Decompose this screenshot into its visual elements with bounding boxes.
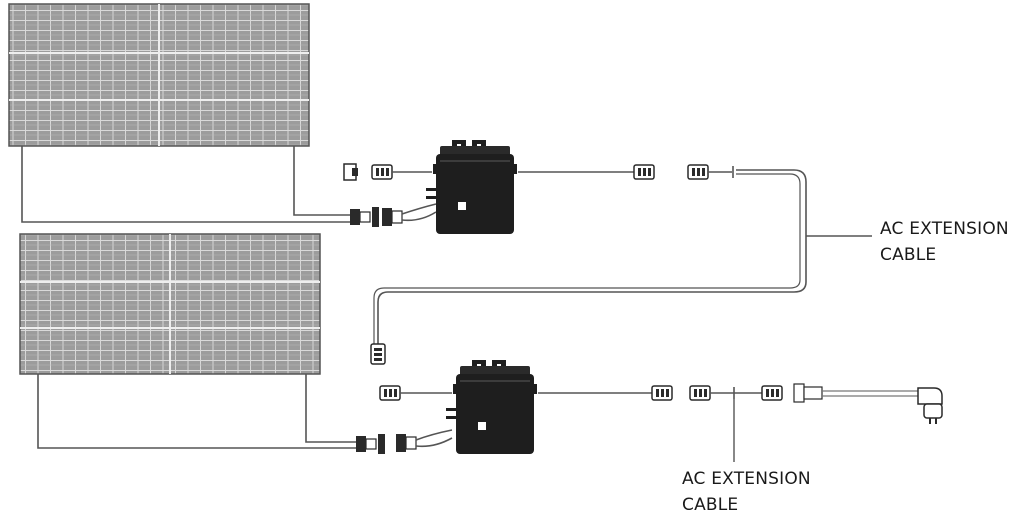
end-cap-icon [343, 163, 358, 181]
upper-assembly [8, 3, 872, 365]
micro-inverter-icon [446, 360, 537, 454]
ac-connector-icon [687, 164, 709, 180]
callout-ac-extension-cable-bottom: AC EXTENSION CABLE [682, 466, 811, 515]
ac-connector-icon [370, 343, 386, 365]
ac-connector-icon [689, 385, 711, 401]
solar-panel-icon [19, 233, 321, 375]
callout-line: AC EXTENSION [880, 219, 1009, 239]
callout-line: CABLE [682, 495, 739, 515]
ac-connector-icon [761, 385, 783, 401]
ac-connector-icon [379, 385, 401, 401]
callout-line: AC EXTENSION [682, 469, 811, 489]
ac-connector-icon [371, 164, 393, 180]
callout-ac-extension-cable-top: AC EXTENSION CABLE [880, 216, 1009, 268]
dc-connector-icon [382, 203, 437, 226]
ac-connector-icon [651, 385, 673, 401]
dc-connector-icon [355, 433, 386, 455]
schuko-plug-icon [793, 383, 943, 424]
micro-inverter-icon [426, 140, 517, 234]
ac-connector-icon [633, 164, 655, 180]
dc-connector-icon [349, 206, 380, 228]
lower-assembly [19, 233, 943, 462]
solar-panel-icon [8, 3, 310, 147]
callout-line: CABLE [880, 245, 937, 265]
dc-connector-icon [396, 429, 453, 452]
